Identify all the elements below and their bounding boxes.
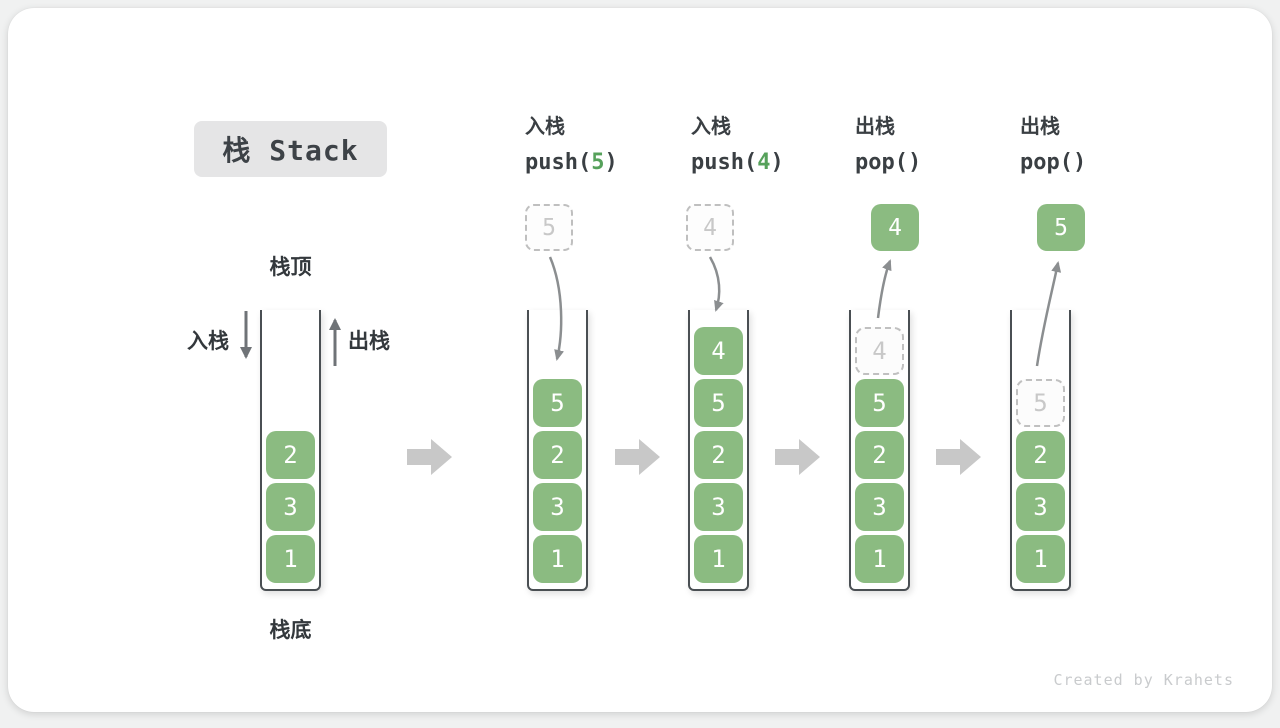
stage-arrow-icon <box>936 439 981 475</box>
operation-label-push-5: 入栈 push(5) <box>525 114 695 176</box>
stack-item: 4 <box>694 327 743 375</box>
stack-item-removed: 5 <box>1016 379 1065 427</box>
stack-item: 1 <box>1016 535 1065 583</box>
operation-label-pop-1: 出栈 pop() <box>855 114 1025 176</box>
stage-arrow-icon <box>615 439 660 475</box>
code-argument: 5 <box>591 150 605 175</box>
operation-code: pop() <box>855 150 922 175</box>
incoming-element-box: 4 <box>686 204 734 251</box>
stack-item: 2 <box>855 431 904 479</box>
stack-container-after-push-4: 4 5 2 3 1 <box>688 310 749 591</box>
incoming-element-box: 5 <box>525 204 573 251</box>
stack-container-initial: 2 3 1 <box>260 310 321 591</box>
stack-item: 2 <box>1016 431 1065 479</box>
stack-container-after-pop-4: 4 5 2 3 1 <box>849 310 910 591</box>
operation-name: 出栈 <box>855 116 895 138</box>
stack-item: 3 <box>266 483 315 531</box>
stage-arrow-icon <box>775 439 820 475</box>
code-argument: 4 <box>757 150 771 175</box>
operation-code: push(5) <box>525 150 618 175</box>
stack-item: 5 <box>855 379 904 427</box>
operation-name: 入栈 <box>691 116 731 138</box>
push-4-arrow <box>708 256 724 312</box>
stack-container-after-push-5: 5 2 3 1 <box>527 310 588 591</box>
stack-item: 2 <box>533 431 582 479</box>
stack-item: 2 <box>694 431 743 479</box>
popped-element-box: 4 <box>871 204 919 251</box>
stack-bottom-label: 栈底 <box>269 619 312 642</box>
pop-side-label: 出栈 <box>348 330 390 353</box>
title-text: 栈 Stack <box>222 134 359 167</box>
operation-code: push(4) <box>691 150 784 175</box>
stack-top-label: 栈顶 <box>269 256 312 279</box>
operation-code: pop() <box>1020 150 1087 175</box>
stack-item: 1 <box>855 535 904 583</box>
title-badge: 栈 Stack <box>194 121 387 177</box>
watermark: Created by Krahets <box>1053 671 1234 689</box>
stack-item: 5 <box>533 379 582 427</box>
stack-item: 1 <box>533 535 582 583</box>
stage-arrow-icon <box>407 439 452 475</box>
stack-item: 2 <box>266 431 315 479</box>
stack-item: 3 <box>855 483 904 531</box>
stack-item: 5 <box>694 379 743 427</box>
diagram-card: 栈 Stack 入栈 push(5) 入栈 push(4) 出栈 pop() 出… <box>8 8 1272 712</box>
operation-label-pop-2: 出栈 pop() <box>1020 114 1190 176</box>
stack-item: 3 <box>533 483 582 531</box>
popped-element-box: 5 <box>1037 204 1085 251</box>
operation-name: 入栈 <box>525 116 565 138</box>
stack-item-removed: 4 <box>855 327 904 375</box>
stack-item: 1 <box>266 535 315 583</box>
operation-name: 出栈 <box>1020 116 1060 138</box>
stack-item: 3 <box>694 483 743 531</box>
operation-label-push-4: 入栈 push(4) <box>691 114 861 176</box>
push-side-label: 入栈 <box>187 330 229 353</box>
stack-container-after-pop-5: 5 2 3 1 <box>1010 310 1071 591</box>
stack-item: 1 <box>694 535 743 583</box>
stack-item: 3 <box>1016 483 1065 531</box>
